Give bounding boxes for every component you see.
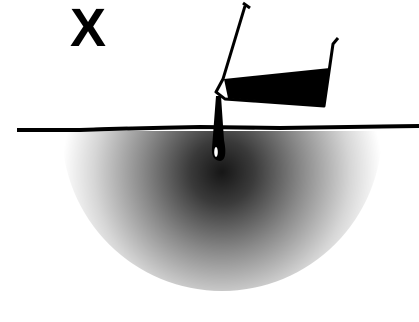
- pouring-beaker-icon: [216, 3, 338, 106]
- marker-label: X: [70, 0, 106, 58]
- drop-highlight: [214, 147, 218, 157]
